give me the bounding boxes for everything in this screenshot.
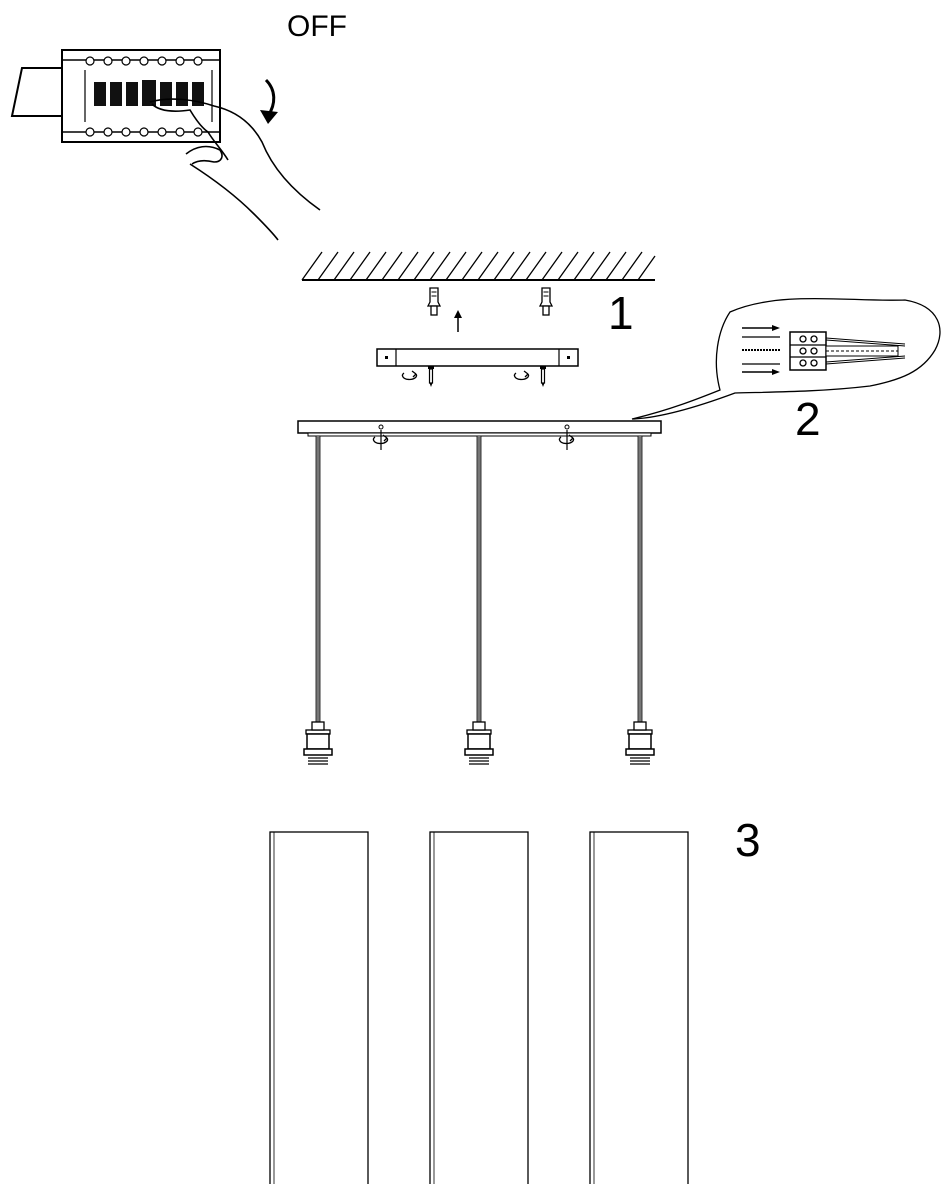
rotate-arrow-icon — [401, 370, 530, 381]
power-off-label: OFF — [287, 10, 347, 43]
wall-anchor-icon — [427, 287, 553, 316]
rotate-arrow-icon — [372, 430, 575, 450]
circuit-breaker-icon — [10, 49, 221, 143]
hand-icon — [149, 78, 321, 241]
terminal-block-icon — [742, 325, 906, 375]
canopy-plate — [297, 420, 662, 437]
mounting-bracket — [376, 348, 579, 367]
step-number-3: 3 — [735, 814, 761, 866]
step-number-1: 1 — [608, 287, 634, 339]
lamp-socket — [303, 721, 655, 765]
step-number-2: 2 — [795, 393, 821, 445]
pendant-cable — [315, 436, 643, 722]
lamp-shade — [273, 832, 595, 1184]
pendant-cable — [316, 436, 642, 722]
lamp-shade — [269, 831, 689, 1184]
ceiling-hatch — [301, 251, 656, 281]
wiring-callout — [631, 297, 941, 420]
up-arrow-icon — [454, 310, 462, 332]
